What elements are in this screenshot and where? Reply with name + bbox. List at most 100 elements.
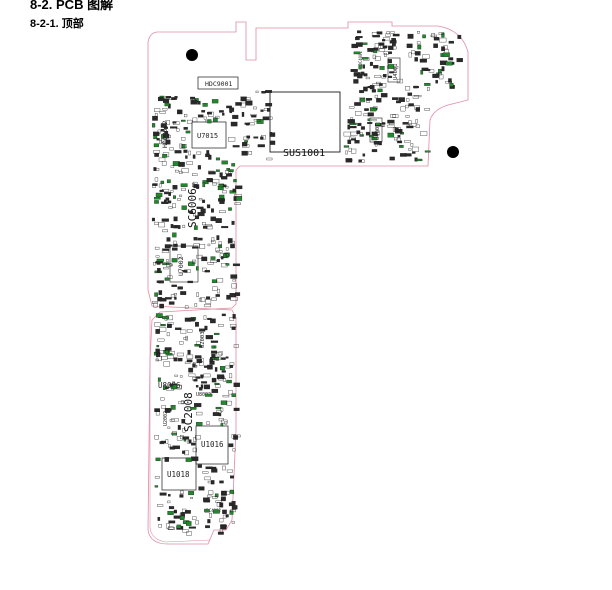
smd-part bbox=[215, 247, 220, 252]
smd-part bbox=[415, 124, 420, 128]
smd-part bbox=[448, 57, 454, 61]
smd-part bbox=[186, 359, 193, 363]
smd-part bbox=[357, 122, 362, 126]
smd-part bbox=[351, 148, 357, 154]
smd-part bbox=[428, 69, 435, 73]
smd-part bbox=[158, 290, 163, 295]
smd-part bbox=[203, 225, 208, 229]
smd-part bbox=[159, 441, 165, 445]
smd-part bbox=[347, 124, 351, 130]
smd-part bbox=[193, 213, 196, 217]
smd-part bbox=[232, 314, 236, 319]
highlighted-part bbox=[214, 493, 219, 498]
smd-part bbox=[345, 150, 348, 155]
smd-part bbox=[196, 254, 203, 259]
smd-part bbox=[396, 137, 401, 142]
smd-part bbox=[159, 297, 167, 302]
smd-part bbox=[170, 126, 178, 129]
smd-part bbox=[180, 144, 187, 148]
smd-part bbox=[182, 508, 187, 513]
smd-part bbox=[384, 53, 387, 57]
smd-part bbox=[222, 376, 225, 379]
smd-part bbox=[408, 103, 414, 107]
smd-part bbox=[369, 61, 373, 66]
smd-part bbox=[357, 30, 362, 34]
highlighted-part bbox=[441, 32, 445, 38]
smd-part bbox=[184, 450, 189, 456]
smd-part bbox=[229, 107, 235, 112]
smd-part bbox=[241, 112, 245, 117]
smd-part bbox=[179, 341, 184, 345]
smd-part bbox=[435, 80, 438, 84]
section-heading: 8-2. PCB 图解 bbox=[30, 0, 114, 12]
smd-part bbox=[168, 206, 173, 209]
smd-part bbox=[269, 132, 276, 137]
smd-part bbox=[240, 96, 247, 102]
smd-part bbox=[353, 79, 359, 84]
smd-part bbox=[154, 408, 160, 412]
smd-part bbox=[438, 32, 445, 35]
smd-part bbox=[218, 418, 224, 422]
smd-part bbox=[424, 108, 430, 111]
smd-part bbox=[247, 122, 255, 126]
u1016-chip bbox=[195, 425, 229, 465]
smd-part bbox=[186, 440, 190, 444]
smd-part bbox=[222, 514, 227, 519]
smd-part bbox=[383, 74, 387, 78]
smd-part bbox=[190, 96, 195, 100]
smd-part bbox=[389, 156, 395, 161]
smd-part bbox=[417, 31, 420, 34]
smd-part bbox=[383, 51, 389, 55]
highlighted-part bbox=[228, 207, 232, 211]
smd-part bbox=[400, 106, 406, 112]
smd-part bbox=[232, 114, 239, 119]
smd-part bbox=[162, 108, 168, 111]
smd-part bbox=[169, 446, 175, 450]
smd-part bbox=[160, 129, 164, 132]
smd-part bbox=[200, 357, 204, 362]
smd-part bbox=[350, 117, 354, 120]
smd-part bbox=[245, 97, 251, 100]
smd-part bbox=[255, 90, 259, 93]
highlighted-part bbox=[220, 423, 224, 427]
smd-part bbox=[153, 167, 157, 171]
sus1001-shield bbox=[269, 91, 341, 153]
smd-part bbox=[215, 500, 222, 503]
smd-part bbox=[159, 189, 164, 192]
smd-part bbox=[382, 122, 385, 127]
smd-part bbox=[170, 294, 176, 298]
smd-part bbox=[172, 203, 176, 208]
smd-part bbox=[364, 108, 369, 111]
smd-part bbox=[155, 358, 159, 362]
smd-part bbox=[359, 90, 364, 94]
highlighted-part bbox=[172, 232, 177, 238]
smd-part bbox=[182, 270, 188, 273]
highlighted-part bbox=[196, 266, 199, 271]
u7002-label: U7002 bbox=[177, 256, 185, 276]
smd-part bbox=[166, 259, 169, 262]
smd-part bbox=[177, 425, 181, 430]
smd-part bbox=[253, 136, 259, 139]
smd-part bbox=[394, 129, 401, 132]
smd-part bbox=[167, 527, 175, 530]
u2002-label: U2002 bbox=[163, 411, 169, 426]
smd-part bbox=[206, 421, 210, 425]
smd-part bbox=[186, 329, 193, 333]
highlighted-part bbox=[220, 366, 225, 371]
smd-part bbox=[211, 354, 216, 359]
smd-part bbox=[174, 96, 178, 99]
smd-part bbox=[371, 131, 378, 136]
smd-part bbox=[181, 168, 189, 173]
smd-part bbox=[167, 426, 171, 429]
smd-part bbox=[206, 178, 213, 183]
highlighted-part bbox=[221, 160, 228, 165]
smd-part bbox=[219, 518, 224, 523]
smd-part bbox=[230, 121, 238, 127]
smd-part bbox=[193, 183, 197, 189]
highlighted-part bbox=[369, 134, 374, 138]
smd-part bbox=[167, 323, 172, 328]
smd-part bbox=[158, 524, 162, 528]
u1016-label: U1016 bbox=[201, 440, 224, 449]
smd-part bbox=[235, 292, 241, 296]
smd-part bbox=[422, 54, 430, 59]
